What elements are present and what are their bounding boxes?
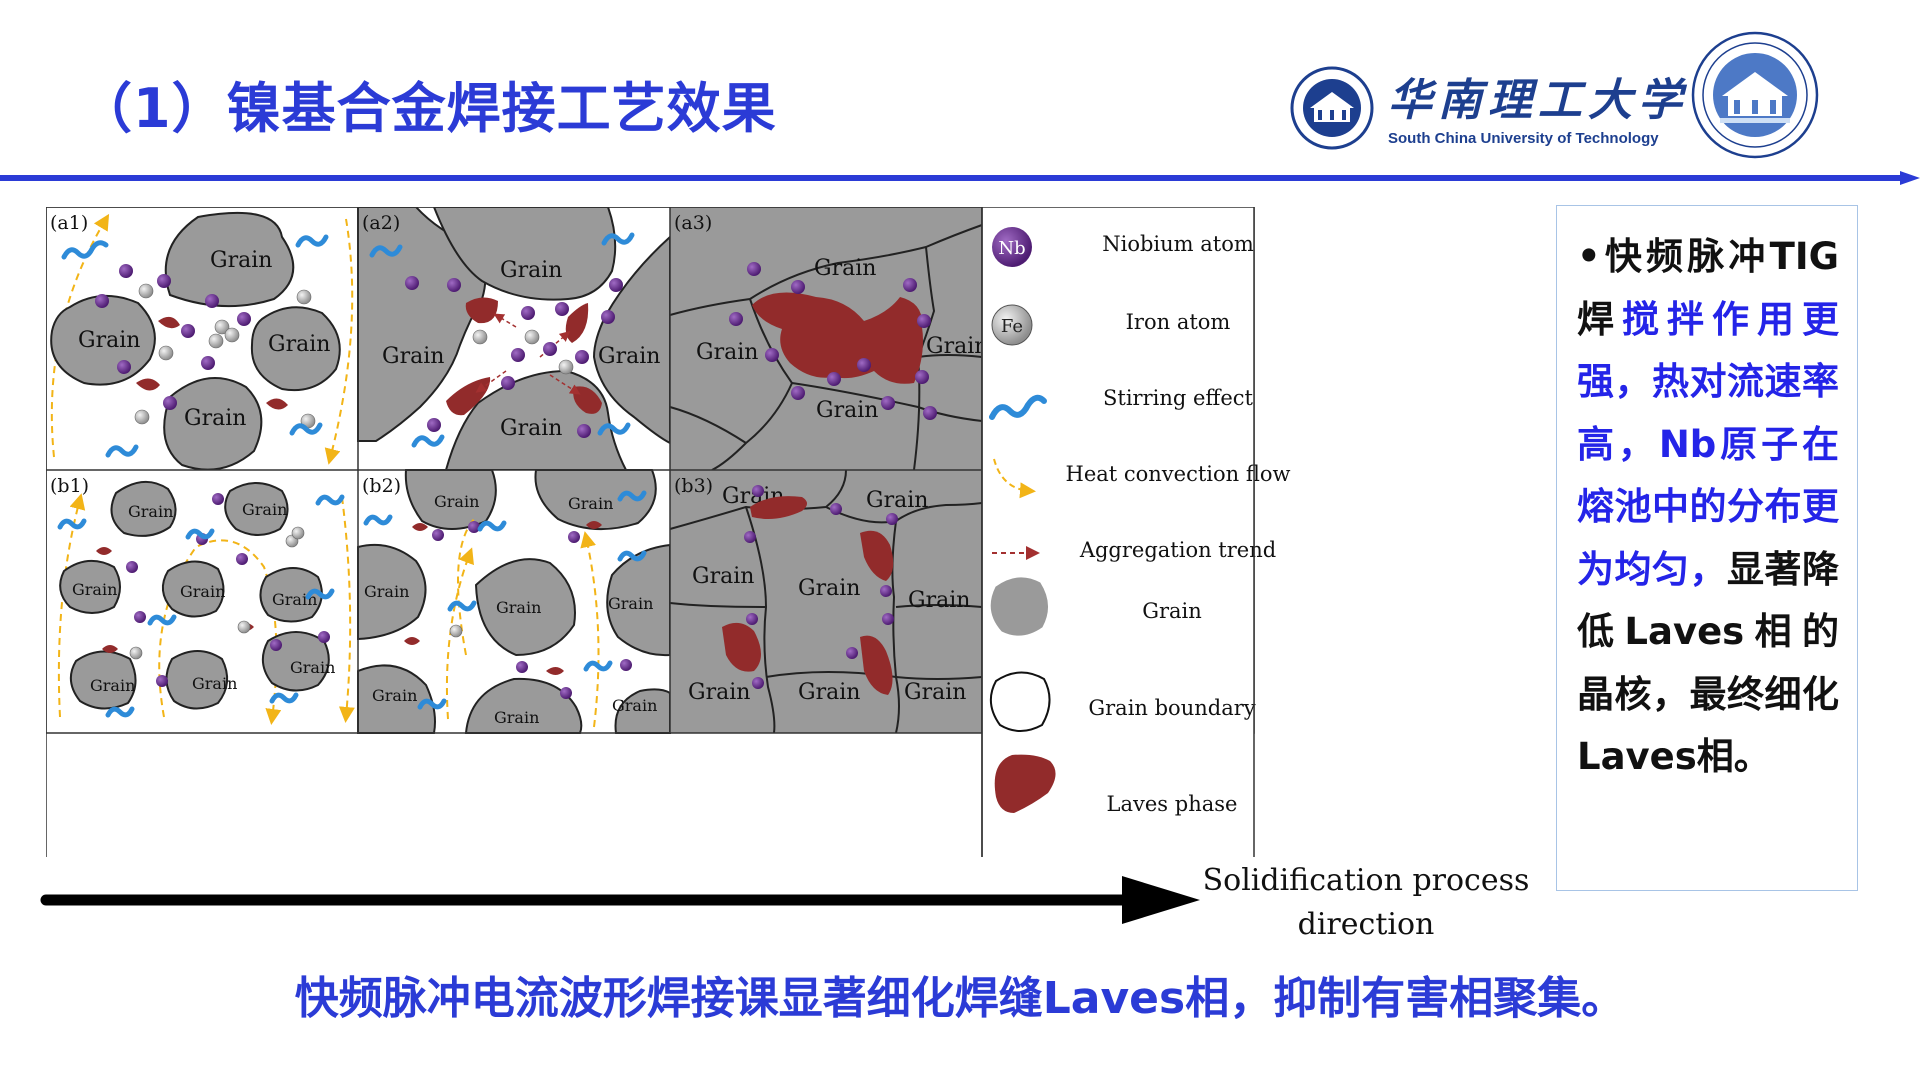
legend-label: Stirring effect bbox=[1103, 386, 1254, 410]
panel-label-b1: (b1) bbox=[50, 475, 89, 497]
arrow-label-line2: direction bbox=[1298, 907, 1435, 942]
panel-b1: Grain Grain Grain Grain Grain Grain Grai… bbox=[46, 470, 358, 733]
university-name-en: South China University of Technology bbox=[1388, 130, 1659, 147]
arrow-label-line1: Solidification process bbox=[1203, 863, 1530, 898]
panel-a2: Grain Grain Grain Grain (a2) bbox=[357, 207, 671, 471]
grain-label: Grain bbox=[696, 340, 758, 365]
grain-label: Grain bbox=[500, 416, 562, 441]
legend-stirring: Stirring effect bbox=[989, 386, 1254, 420]
solidification-arrow bbox=[40, 876, 1200, 924]
fe-symbol: Fe bbox=[1001, 316, 1023, 337]
grain-label: Grain bbox=[90, 676, 135, 695]
grain-label: Grain bbox=[494, 708, 539, 727]
panel-a3: Grain Grain Grain Grain (a3) bbox=[669, 207, 988, 471]
panel-label-a2: (a2) bbox=[362, 212, 400, 234]
university-emblem-icon bbox=[1691, 31, 1819, 159]
panel-label-b3: (b3) bbox=[674, 475, 713, 497]
legend: Nb Niobium atom Fe Iron atom Stirring ef… bbox=[982, 207, 1291, 733]
grain-label: Grain bbox=[798, 576, 860, 601]
legend-label: Heat convection flow bbox=[1066, 462, 1291, 486]
legend-label: Grain bbox=[1142, 599, 1202, 623]
grain-label: Grain bbox=[816, 398, 878, 423]
panel-label-a3: (a3) bbox=[674, 212, 712, 234]
grain-label: Grain bbox=[926, 334, 988, 359]
university-logo: 华南理工大学 South China University of Technol… bbox=[1290, 58, 1688, 158]
university-name-cn: 华南理工大学 bbox=[1388, 75, 1688, 126]
solidification-label: Solidification process direction bbox=[1203, 863, 1530, 942]
panel-label-b2: (b2) bbox=[362, 475, 401, 497]
grain-label: Grain bbox=[242, 500, 287, 519]
legend-label: Iron atom bbox=[1126, 310, 1231, 334]
grain-label: Grain bbox=[688, 680, 750, 705]
grain-label: Grain bbox=[184, 406, 246, 431]
grain-label: Grain bbox=[692, 564, 754, 589]
grain-label: Grain bbox=[180, 582, 225, 601]
grain-label: Grain bbox=[500, 258, 562, 283]
summary-box: •快频脉冲TIG焊搅拌作用更强，热对流速率高，Nb原子在熔池中的分布更为均匀，显… bbox=[1556, 205, 1858, 891]
panel-label-a1: (a1) bbox=[50, 212, 88, 234]
slide-caption: 快频脉冲电流波形焊接课显著细化焊缝Laves相，抑制有害相聚集。 bbox=[294, 973, 1626, 1024]
grain-label: Grain bbox=[608, 594, 653, 613]
grain-label: Grain bbox=[908, 588, 970, 613]
grain-label: Grain bbox=[904, 680, 966, 705]
grain-label: Grain bbox=[192, 674, 237, 693]
grain-label: Grain bbox=[612, 696, 657, 715]
grain-label: Grain bbox=[434, 492, 479, 511]
grain-label: Grain bbox=[128, 502, 173, 521]
summary-text-highlight: 搅拌作用更强，热对流速率高，Nb原子在熔池中的分布更为均匀， bbox=[1577, 297, 1839, 591]
header-divider bbox=[0, 171, 1920, 185]
grain-label: Grain bbox=[496, 598, 541, 617]
panel-a1: Grain Grain Grain Grain (a1) bbox=[46, 207, 358, 471]
grain-label: Grain bbox=[364, 582, 409, 601]
legend-heat: Heat convection flow bbox=[993, 458, 1291, 499]
legend-label: Aggregation trend bbox=[1079, 538, 1276, 562]
legend-boundary: Grain boundary bbox=[989, 671, 1256, 732]
grain-label: Grain bbox=[210, 248, 272, 273]
grain-label: Grain bbox=[78, 328, 140, 353]
grain-label: Grain bbox=[372, 686, 417, 705]
grain-label: Grain bbox=[290, 658, 335, 677]
grain-label: Grain bbox=[814, 256, 876, 281]
grain-label: Grain bbox=[866, 488, 928, 513]
grain-label: Grain bbox=[598, 344, 660, 369]
nb-symbol: Nb bbox=[998, 238, 1025, 259]
solidification-diagram: Grain Grain Grain Grain (a1) G bbox=[46, 207, 1291, 857]
legend-label: Niobium atom bbox=[1102, 232, 1254, 256]
grain-label: Grain bbox=[72, 580, 117, 599]
grain-label: Grain bbox=[798, 680, 860, 705]
legend-laves-row: Laves phase bbox=[982, 733, 1254, 816]
legend-grain: Grain bbox=[990, 577, 1202, 636]
legend-iron: Fe Iron atom bbox=[991, 304, 1231, 346]
summary-text-tail: 显著降低Laves相的晶核，最终细化Laves相。 bbox=[1577, 547, 1839, 779]
panel-b3: Grain Grain Grain Grain Grain Grain Grai… bbox=[669, 469, 983, 734]
legend-label: Laves phase bbox=[1107, 792, 1238, 816]
legend-niobium: Nb Niobium atom bbox=[992, 227, 1254, 267]
grain-label: Grain bbox=[382, 344, 444, 369]
grain-label: Grain bbox=[272, 590, 317, 609]
panel-b2: Grain Grain Grain Grain Grain Grain Grai… bbox=[357, 469, 671, 734]
page-title: （1）镍基合金焊接工艺效果 bbox=[78, 77, 777, 140]
university-seal-icon bbox=[1290, 66, 1374, 150]
grain-label: Grain bbox=[568, 494, 613, 513]
summary-text: •快频脉冲TIG焊搅拌作用更强，热对流速率高，Nb原子在熔池中的分布更为均匀，显… bbox=[1577, 226, 1839, 789]
summary-text-lead: 快频脉冲TIG焊 bbox=[1577, 235, 1839, 341]
grain-label: Grain bbox=[268, 332, 330, 357]
legend-label: Grain boundary bbox=[1088, 696, 1255, 720]
bullet: • bbox=[1577, 235, 1601, 278]
legend-aggregation: Aggregation trend bbox=[992, 538, 1276, 562]
